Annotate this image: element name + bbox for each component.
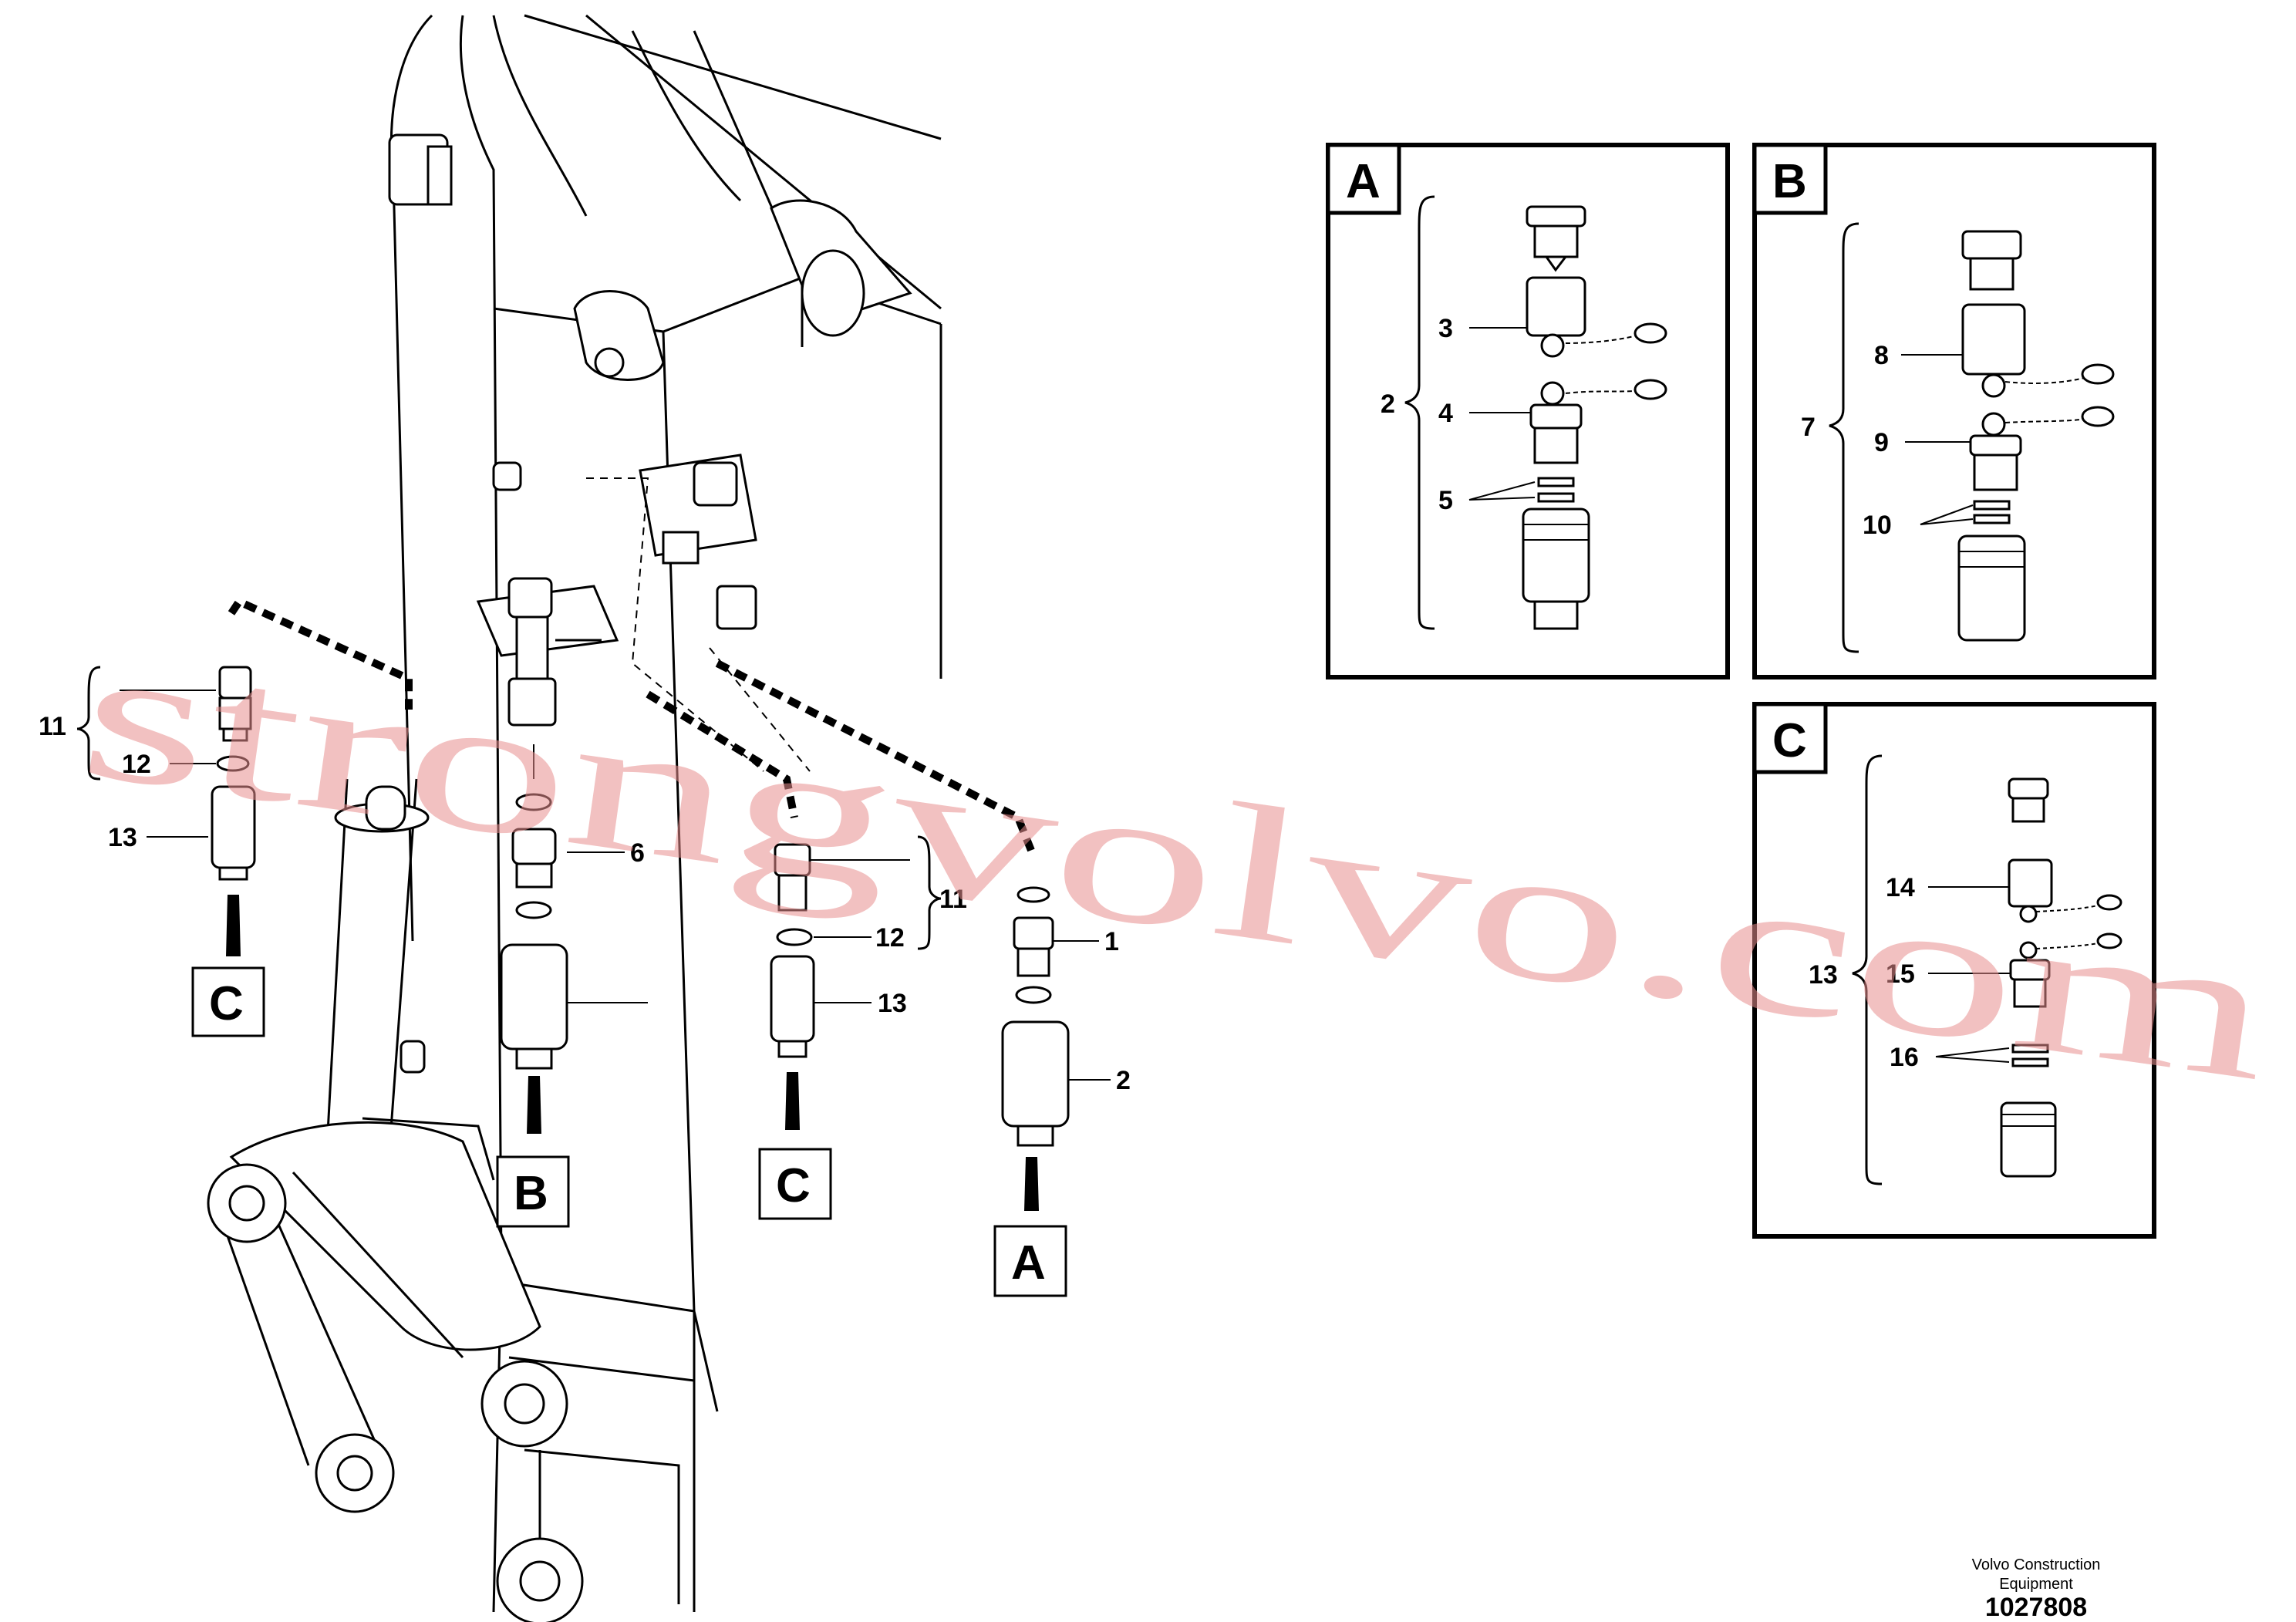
panel-b-group: 7	[1801, 413, 1816, 442]
callout-center-13: 13	[878, 989, 907, 1018]
footer-doc-number: 1027808	[1985, 1593, 2087, 1622]
right-coupling-stack: 1 2 A	[993, 886, 1131, 1297]
panel-b-label: B	[1772, 155, 1807, 208]
left-coupling-stack: 11 12 13 C	[39, 666, 265, 1037]
footer-company-line2: Equipment	[1999, 1576, 2073, 1593]
footer: Volvo Construction Equipment 1027808	[1972, 1556, 2101, 1622]
panel-c-item-14: 14	[1886, 873, 1915, 902]
callout-center-6: 6	[630, 838, 645, 868]
callout-left-13: 13	[108, 823, 137, 852]
footer-company-line1: Volvo Construction	[1972, 1556, 2101, 1573]
marker-center-c: C	[776, 1159, 811, 1212]
panel-a-label: A	[1346, 155, 1381, 208]
panel-c-item-16: 16	[1890, 1043, 1919, 1072]
center-left-coupling-stack: 6 B	[496, 744, 648, 1228]
panel-c-item-15: 15	[1886, 959, 1915, 989]
marker-a: A	[1011, 1236, 1046, 1290]
panel-c-group: 13	[1809, 960, 1838, 990]
panel-a-group: 2	[1381, 389, 1395, 419]
detail-panel-a: A 2 3 4 5	[1326, 143, 1730, 679]
callout-center-12: 12	[875, 923, 905, 953]
detail-panel-c: C 13 14 15 16	[1752, 702, 2156, 1239]
callout-right-2: 2	[1116, 1066, 1131, 1095]
hose-lines	[228, 477, 1037, 858]
marker-b: B	[514, 1167, 548, 1220]
callout-left-11: 11	[39, 712, 66, 741]
callout-right-1: 1	[1104, 927, 1119, 956]
panel-b-item-9: 9	[1874, 428, 1889, 457]
panel-a-item-4: 4	[1438, 399, 1453, 428]
callout-center-11: 11	[939, 885, 967, 914]
panel-b-item-10: 10	[1863, 511, 1892, 540]
callout-left-12: 12	[122, 750, 151, 779]
center-right-coupling-stack: 11 12 13 C	[758, 835, 967, 1220]
panel-c-label: C	[1772, 714, 1807, 767]
panel-a-item-3: 3	[1438, 314, 1453, 343]
panel-b-item-8: 8	[1874, 341, 1889, 370]
boom-arm-drawing	[207, 14, 942, 1622]
detail-panel-b: B 7 8 9 10	[1752, 143, 2156, 679]
marker-left-c: C	[209, 977, 244, 1030]
panel-a-item-5: 5	[1438, 486, 1453, 515]
